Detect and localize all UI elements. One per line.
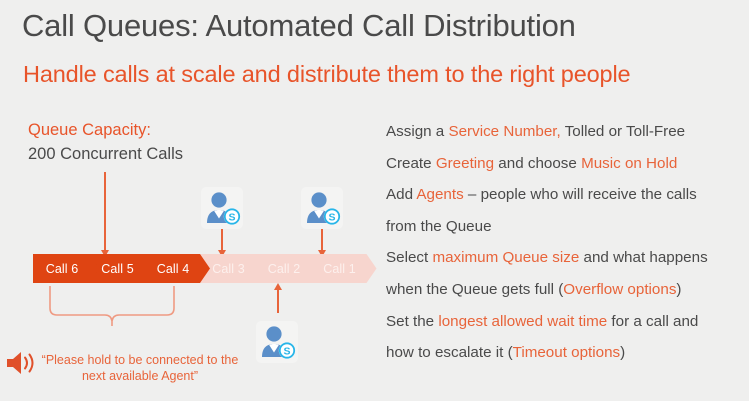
queue-slot-label: Call 4 bbox=[156, 261, 190, 276]
bullet-agents-cont: from the Queue bbox=[386, 211, 736, 243]
agent-avatar-2: S bbox=[300, 186, 344, 230]
bullet-text: Select bbox=[386, 249, 433, 267]
bullet-text: how to escalate it ( bbox=[386, 344, 513, 362]
bullet-highlight-term: Agents bbox=[416, 186, 464, 204]
bullet-highlight-term: maximum Queue size bbox=[432, 249, 580, 267]
page-subtitle: Handle calls at scale and distribute the… bbox=[23, 61, 631, 87]
hold-brace-icon bbox=[48, 285, 176, 326]
bullet-service-number: Assign a Service Number, Tolled or Toll-… bbox=[386, 116, 736, 148]
agent2-pointer-arrow-icon bbox=[318, 228, 326, 257]
bullet-highlight-term: Timeout options bbox=[512, 344, 621, 362]
capacity-pointer-arrow-icon bbox=[101, 172, 109, 257]
bullet-text: Add bbox=[386, 186, 417, 204]
bullet-text: – people who will receive the calls bbox=[463, 186, 697, 204]
svg-text:S: S bbox=[283, 346, 290, 358]
bullet-highlight-term: longest allowed wait time bbox=[438, 312, 608, 330]
bullet-highlight-term: Service Number, bbox=[448, 123, 561, 140]
bullet-greeting: Create Greeting and choose Music on Hold bbox=[386, 148, 736, 180]
agent3-pointer-arrow-icon bbox=[274, 283, 282, 313]
queue-slot-call-3: Call 3 bbox=[199, 254, 266, 283]
bullet-text: when the Queue gets full ( bbox=[386, 280, 564, 298]
queue-slot-label: Call 5 bbox=[101, 261, 134, 276]
queue-slot-call-5: Call 5 bbox=[88, 254, 155, 283]
page-title: Call Queues: Automated Call Distribution bbox=[22, 8, 576, 43]
queue-slot-call-1: Call 1 bbox=[310, 254, 377, 283]
bullet-text: ) bbox=[676, 280, 682, 298]
queue-slot-label: Call 3 bbox=[212, 261, 245, 276]
speaker-sound-icon bbox=[5, 350, 39, 376]
bullet-text: Create bbox=[386, 154, 436, 172]
bullet-text: Set the bbox=[386, 312, 439, 330]
queue-slot-label: Call 6 bbox=[45, 261, 79, 276]
agent-avatar-3: S bbox=[255, 320, 299, 364]
bullet-highlight-term: Greeting bbox=[435, 154, 495, 172]
hold-message-text: “Please hold to be connected to the next… bbox=[41, 353, 239, 383]
bullet-text: and what happens bbox=[579, 249, 708, 267]
bullet-wait-time: Set the longest allowed wait time for a … bbox=[386, 306, 736, 338]
queue-slot-call-6: Call 6 bbox=[33, 254, 99, 283]
queue-slot-label: Call 1 bbox=[323, 261, 356, 276]
bullet-agents: Add Agents – people who will receive the… bbox=[386, 179, 736, 211]
bullet-text: for a call and bbox=[607, 312, 699, 330]
bullet-highlight-term: Overflow options bbox=[563, 280, 677, 298]
call-queue-bar: Call 6 Call 5 Call 4 Call 3 Call 2 Call 1 bbox=[33, 254, 377, 283]
feature-bullet-list: Assign a Service Number, Tolled or Toll-… bbox=[386, 116, 736, 369]
queue-slot-call-2: Call 2 bbox=[255, 254, 321, 283]
bullet-max-queue: Select maximum Queue size and what happe… bbox=[386, 242, 736, 274]
bullet-text: ) bbox=[620, 344, 626, 362]
svg-text:S: S bbox=[228, 212, 235, 224]
agent-avatar-1: S bbox=[200, 186, 244, 230]
queue-capacity-label: Queue Capacity: bbox=[28, 121, 151, 139]
queue-capacity-value: 200 Concurrent Calls bbox=[28, 145, 183, 163]
agent1-pointer-arrow-icon bbox=[218, 228, 226, 257]
queue-slot-call-4: Call 4 bbox=[144, 254, 210, 283]
bullet-text: from the Queue bbox=[386, 217, 492, 235]
svg-text:S: S bbox=[328, 212, 335, 224]
queue-slot-label: Call 2 bbox=[267, 261, 301, 276]
bullet-overflow: when the Queue gets full (Overflow optio… bbox=[386, 274, 736, 306]
bullet-text: Tolled or Toll-Free bbox=[560, 123, 686, 140]
bullet-highlight-term: Music on Hold bbox=[581, 154, 678, 172]
bullet-text: Assign a bbox=[386, 123, 449, 140]
bullet-timeout: how to escalate it (Timeout options) bbox=[386, 337, 736, 369]
bullet-text: and choose bbox=[494, 154, 582, 172]
